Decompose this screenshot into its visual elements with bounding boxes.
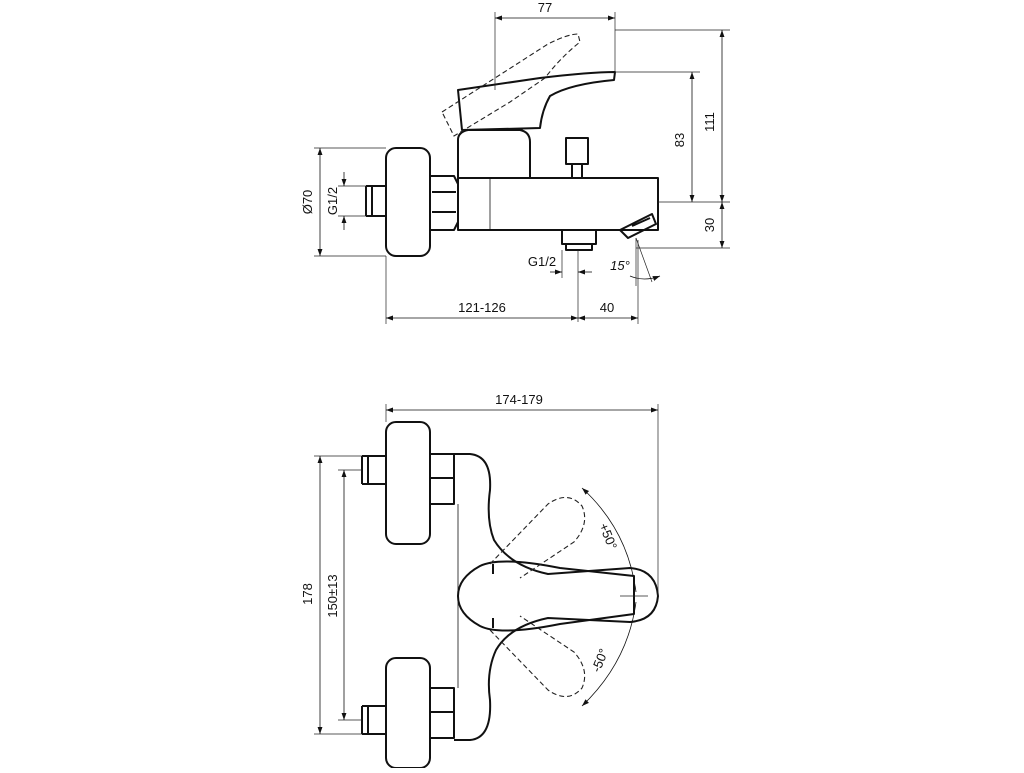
lower-nut — [429, 687, 455, 739]
upper-flange — [385, 421, 431, 545]
mixer-body-front — [454, 453, 659, 741]
mixer-body — [457, 177, 659, 231]
dim-30: 30 — [702, 218, 717, 232]
lower-flange — [385, 657, 431, 769]
diverter-knob — [565, 137, 589, 178]
dim-outlet-angle: 15° — [610, 258, 630, 273]
dim-diameter-70: Ø70 — [300, 190, 315, 215]
lever-front — [457, 560, 635, 632]
dim-rotation-down: -50° — [588, 646, 611, 674]
dim-wall-depth: 121-126 — [458, 300, 506, 315]
dim-inlet-thread: G1/2 — [325, 187, 340, 215]
lever-handle-rotated — [441, 33, 581, 137]
dim-outlet-offset: 40 — [600, 300, 614, 315]
bottom-outlet — [561, 229, 597, 251]
upper-nut — [429, 453, 455, 505]
lever-rotated-up — [489, 496, 586, 579]
front-view: +50° -50° 174-179 178 150±13 — [300, 392, 659, 769]
upper-inlet — [361, 455, 386, 485]
spout-outlet — [619, 213, 657, 239]
dim-outlet-thread: G1/2 — [528, 254, 556, 269]
dim-77: 77 — [538, 0, 552, 15]
inlet-pipe — [365, 185, 386, 217]
wall-flange — [385, 147, 431, 257]
dim-overall-height: 178 — [300, 583, 315, 605]
hex-nut — [429, 175, 459, 231]
lever-handle — [457, 71, 616, 131]
side-view: 77 111 83 30 Ø70 G1/2 G1/2 15° — [300, 0, 730, 324]
dim-83: 83 — [672, 133, 687, 147]
cartridge-dome — [457, 129, 531, 178]
dim-inlet-spacing: 150±13 — [325, 574, 340, 617]
dim-rotation-up: +50° — [596, 521, 620, 552]
lower-inlet — [361, 705, 386, 735]
lever-rotated-down — [489, 615, 586, 698]
dim-111: 111 — [702, 112, 717, 132]
dim-overall-width: 174-179 — [495, 392, 543, 407]
